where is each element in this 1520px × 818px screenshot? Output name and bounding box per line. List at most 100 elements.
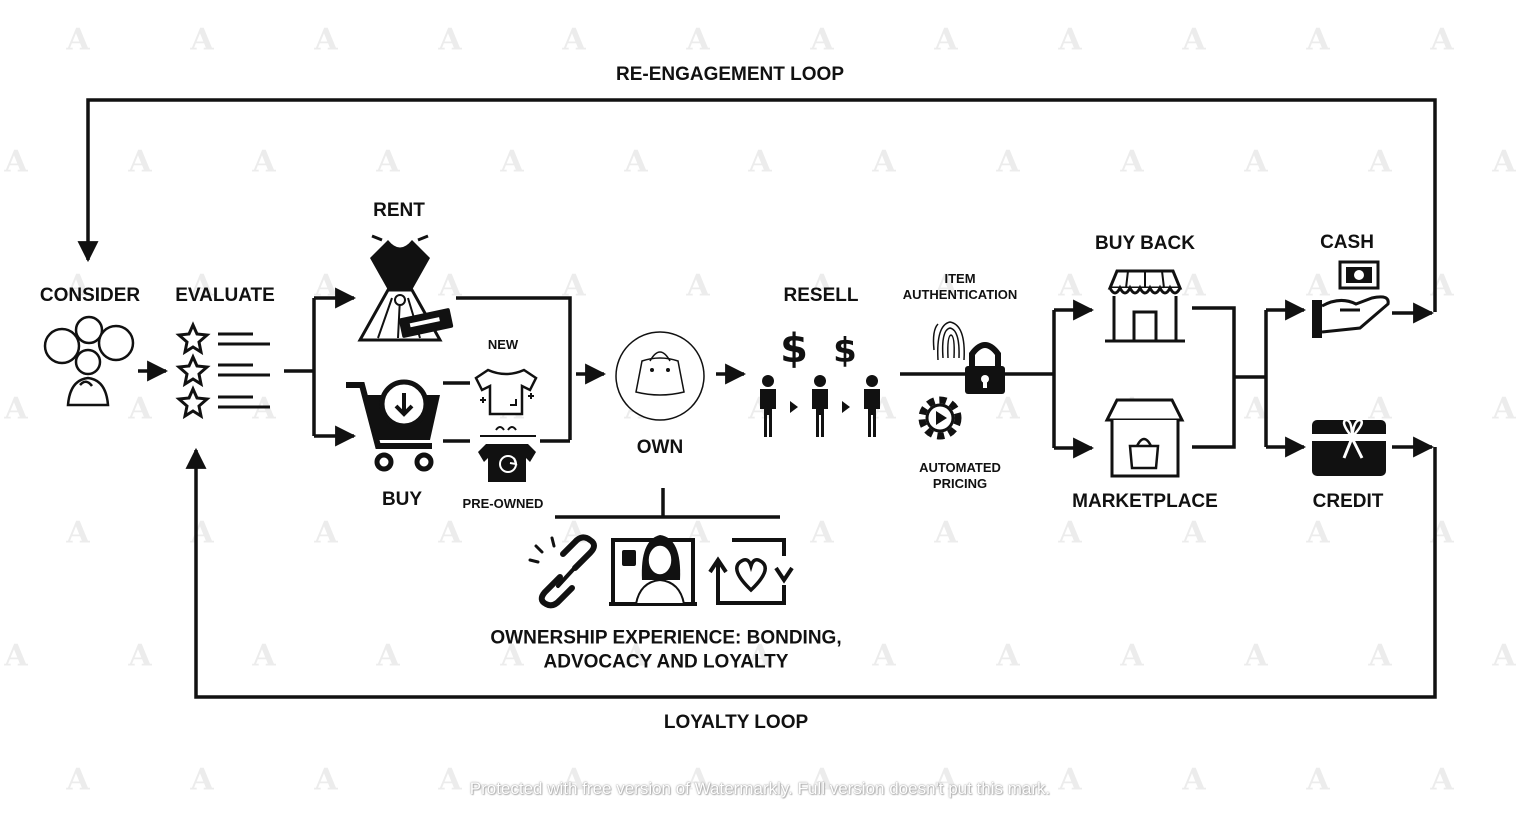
- fingerprint-icon: [932, 321, 965, 361]
- watermark-glyph: A: [1182, 515, 1206, 551]
- watermark-glyph: A: [252, 144, 276, 180]
- watermark-glyph: A: [190, 22, 214, 58]
- ownership-experience-label: OWNERSHIP EXPERIENCE: BONDING, ADVOCACY …: [490, 627, 842, 672]
- watermark-glyph: A: [128, 638, 152, 674]
- thought-bubbles-icon: [43, 315, 135, 407]
- watermark-glyph: A: [562, 515, 586, 551]
- watermark-glyph: A: [562, 22, 586, 58]
- own-label: OWN: [636, 437, 684, 459]
- influencer-icon: [609, 535, 697, 606]
- watermark-glyph: A: [624, 638, 648, 674]
- shopping-cart-icon: [346, 379, 440, 472]
- reengagement-loop-line: [77, 98, 1437, 312]
- watermark-glyph: A: [252, 638, 276, 674]
- watermark-glyph: A: [1244, 391, 1268, 427]
- resell-label: RESELL: [783, 285, 859, 307]
- watermark-glyph: A: [1120, 144, 1144, 180]
- watermark-glyph: A: [66, 268, 90, 304]
- watermark-glyph: A: [190, 762, 214, 798]
- preowned-label: PRE-OWNED: [462, 495, 544, 511]
- buy-back-label: BUY BACK: [1095, 233, 1195, 255]
- item-authentication-label: ITEM AUTHENTICATION: [902, 270, 1018, 302]
- connector-lines: [77, 98, 1437, 699]
- watermark-glyph: A: [934, 22, 958, 58]
- watermark-glyph: A: [1244, 638, 1268, 674]
- watermark-glyph: A: [872, 144, 896, 180]
- channel-merge-line: [1192, 306, 1236, 449]
- watermark-glyph: A: [1182, 268, 1206, 304]
- watermark-glyph: A: [1120, 638, 1144, 674]
- watermark-glyph: A: [1306, 268, 1330, 304]
- watermark-glyph: A: [376, 638, 400, 674]
- cash-label: CASH: [1320, 232, 1374, 254]
- gear-play-icon: [918, 396, 962, 440]
- shopping-bag-icon: [615, 331, 705, 421]
- watermark-glyph: A: [686, 762, 710, 798]
- watermark-glyph: A: [1058, 22, 1082, 58]
- watermark-glyph: A: [314, 22, 338, 58]
- watermark-glyph: A: [562, 762, 586, 798]
- watermark-glyph: A: [562, 268, 586, 304]
- watermark-glyph: A: [1306, 762, 1330, 798]
- watermark-glyph: A: [438, 268, 462, 304]
- watermark-glyph: A: [1368, 391, 1392, 427]
- watermark-glyph: A: [934, 762, 958, 798]
- watermark-glyph: A: [314, 268, 338, 304]
- tshirt-icon: [474, 368, 538, 416]
- watermark-glyph: A: [1492, 391, 1516, 427]
- watermark-glyph: A: [438, 515, 462, 551]
- watermark-glyph: A: [1492, 144, 1516, 180]
- loyalty-loop-label: LOYALTY LOOP: [663, 712, 809, 734]
- watermark-glyph: A: [66, 762, 90, 798]
- watermark-glyph: A: [686, 22, 710, 58]
- watermark-glyph: A: [128, 144, 152, 180]
- watermark-glyph: A: [190, 268, 214, 304]
- watermark-glyph: A: [810, 22, 834, 58]
- watermark-glyph: A: [1058, 268, 1082, 304]
- watermark-glyph: A: [314, 515, 338, 551]
- watermark-glyph: A: [1058, 515, 1082, 551]
- people-exchange-icon: [760, 375, 880, 437]
- watermark-glyph: A: [1306, 515, 1330, 551]
- watermark-glyph: A: [872, 638, 896, 674]
- watermark-glyph: A: [624, 144, 648, 180]
- watermark-glyph: A: [500, 144, 524, 180]
- dress-icon: [357, 234, 454, 342]
- watermark-glyph: A: [1182, 762, 1206, 798]
- credit-label: CREDIT: [1312, 491, 1384, 513]
- watermark-glyph: A: [4, 144, 28, 180]
- watermark-glyph: A: [1244, 144, 1268, 180]
- svg-text:$: $: [780, 326, 808, 372]
- watermark-glyph: A: [748, 638, 772, 674]
- watermark-glyph: A: [500, 638, 524, 674]
- watermark-glyph: A: [4, 638, 28, 674]
- link-icon: [528, 534, 597, 609]
- rent-label: RENT: [373, 200, 425, 222]
- watermark-glyph: A: [128, 391, 152, 427]
- watermark-glyph: A: [686, 268, 710, 304]
- watermark-glyph: A: [1368, 144, 1392, 180]
- consider-label: CONSIDER: [39, 285, 141, 307]
- heart-cycle-icon: [708, 538, 794, 605]
- reengagement-loop-label: RE-ENGAGEMENT LOOP: [615, 64, 845, 86]
- watermark-glyph: A: [438, 762, 462, 798]
- watermark-glyph: A: [1492, 638, 1516, 674]
- watermark-glyph: A: [1182, 22, 1206, 58]
- storefront-icon: [1105, 269, 1185, 343]
- watermark-glyph: A: [996, 391, 1020, 427]
- rent-merge-line: [456, 296, 572, 440]
- watermark-glyph: A: [748, 144, 772, 180]
- watermark-glyph: A: [66, 515, 90, 551]
- gift-card-icon: [1312, 418, 1386, 476]
- evaluate-label: EVALUATE: [175, 285, 275, 307]
- hanging-shirts-icon: [478, 426, 536, 482]
- padlock-icon: [965, 342, 1005, 394]
- watermark-glyph: A: [996, 638, 1020, 674]
- rating-stars-icon: [175, 321, 270, 420]
- watermark-glyph: A: [4, 391, 28, 427]
- watermark-text: Protected with free version of Watermark…: [469, 779, 1051, 798]
- watermark-glyph: A: [438, 22, 462, 58]
- watermark-glyph: A: [810, 515, 834, 551]
- dollar-sign-icon: $ $: [780, 326, 857, 372]
